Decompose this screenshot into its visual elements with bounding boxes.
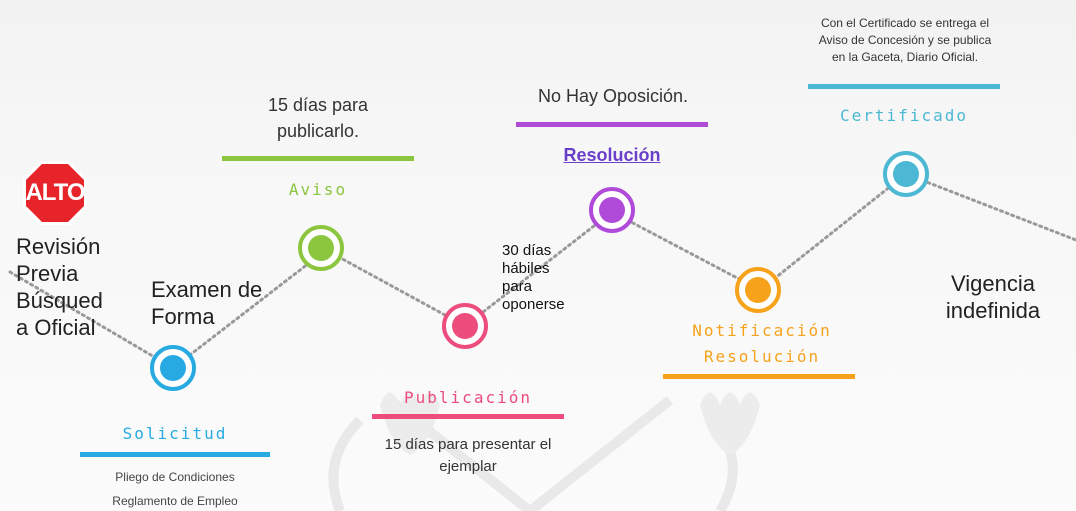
stop-sign-icon: ALTO (22, 160, 88, 226)
revision-line: Revisión (16, 234, 101, 259)
vigencia-text: Vigencia indefinida (918, 270, 1068, 324)
aviso-note-line: publicarlo. (276, 121, 360, 141)
publicacion-note-line: 15 días para presentar el (384, 436, 552, 453)
certificado-note: Con el Certificado se entrega el Aviso d… (800, 15, 1010, 66)
oposicion-line: hábiles (502, 260, 550, 277)
certificado-note-line: en la Gaceta, Diario Oficial. (831, 50, 979, 64)
resolucion-label[interactable]: Resolución (563, 145, 661, 165)
node-publicacion[interactable] (442, 303, 488, 349)
resolucion-bar (516, 122, 708, 127)
revision-line: Búsqued (16, 288, 103, 313)
solicitud-note-2: Reglamento de Empleo (112, 494, 238, 508)
stop-sign-text: ALTO (25, 179, 85, 206)
node-notificacion[interactable] (735, 267, 781, 313)
solicitud-label: Solicitud (122, 424, 228, 443)
revision-line: Previa (16, 261, 79, 286)
watermark-crest (328, 392, 760, 511)
node-certificado[interactable] (883, 151, 929, 197)
resolucion-note: No Hay Oposición. (537, 86, 689, 106)
revision-previa-text: Revisión Previa Búsqued a Oficial (16, 233, 103, 341)
examen-line: Examen de (151, 277, 263, 302)
aviso-note-line: 15 días para (267, 95, 369, 115)
certificado-label: Certificado (840, 106, 968, 125)
aviso-note: 15 días para publicarlo. (222, 92, 414, 144)
revision-line: a Oficial (16, 315, 96, 340)
node-aviso[interactable] (298, 225, 344, 271)
notificacion-label-line: Resolución (703, 347, 821, 366)
oposicion-period-text: 30 días hábiles para oponerse (502, 242, 565, 314)
certificado-bar (808, 84, 1000, 89)
vigencia-line: Vigencia (951, 271, 1035, 296)
oposicion-line: para (502, 278, 533, 295)
aviso-bar (222, 156, 414, 161)
node-resolucion[interactable] (589, 187, 635, 233)
vigencia-line: indefinida (945, 298, 1041, 323)
examen-forma-text: Examen de Forma (151, 276, 262, 330)
solicitud-bar (80, 452, 270, 457)
examen-line: Forma (151, 304, 215, 329)
dotted-connector (8, 172, 1076, 370)
solicitud-note-1: Pliego de Condiciones (115, 470, 235, 484)
notificacion-label: Notificación Resolución (672, 318, 852, 370)
publicacion-note: 15 días para presentar el ejemplar (362, 434, 574, 478)
certificado-note-line: Aviso de Concesión y se publica (818, 33, 992, 47)
notificacion-label-line: Notificación (692, 321, 832, 340)
publicacion-label: Publicación (404, 388, 532, 407)
aviso-label: Aviso (288, 180, 348, 199)
publicacion-bar (372, 414, 564, 419)
notificacion-bar (663, 374, 855, 379)
oposicion-line: 30 días (502, 242, 552, 259)
oposicion-line: oponerse (502, 296, 565, 313)
publicacion-note-line: ejemplar (439, 458, 497, 475)
node-solicitud[interactable] (150, 345, 196, 391)
certificado-note-line: Con el Certificado se entrega el (820, 16, 990, 30)
